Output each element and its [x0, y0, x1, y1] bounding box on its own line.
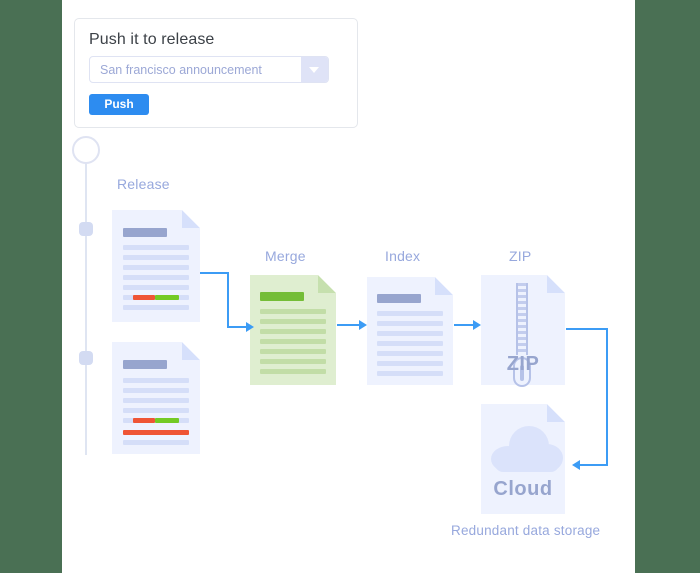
doc-text-line — [260, 329, 326, 334]
doc-heading-line — [123, 360, 167, 369]
edge-release-merge-h1 — [200, 272, 229, 274]
doc-text-line — [123, 388, 189, 393]
rounded-square-dot-icon — [79, 222, 93, 236]
doc-text-line — [377, 371, 443, 376]
doc-text-line — [377, 341, 443, 346]
doc-text-line — [123, 305, 189, 310]
doc-text-line — [123, 275, 189, 280]
edge-release-merge-h2 — [227, 326, 247, 328]
document-release-2[interactable] — [112, 342, 200, 454]
doc-text-line — [123, 398, 189, 403]
timeline-line — [85, 150, 87, 455]
doc-text-line — [123, 378, 189, 383]
cloud-badge-label: Cloud — [493, 478, 553, 500]
doc-text-line — [260, 369, 326, 374]
node-caption-index: Index — [385, 248, 421, 264]
doc-text-line — [260, 359, 326, 364]
doc-text-line — [260, 339, 326, 344]
doc-heading-line — [260, 292, 304, 301]
page-fold-cut — [182, 342, 200, 360]
rounded-square-dot-icon — [79, 351, 93, 365]
page-fold-cut — [318, 275, 336, 293]
doc-text-line — [123, 245, 189, 250]
cloud-icon — [491, 426, 563, 472]
doc-highlight-red — [133, 295, 155, 300]
node-caption-merge: Merge — [265, 248, 306, 264]
doc-text-line — [123, 255, 189, 260]
document-index[interactable] — [367, 277, 453, 385]
doc-highlight-red — [133, 418, 155, 423]
release-select[interactable]: San francisco announcement — [89, 56, 329, 83]
arrow-head-icon — [473, 320, 481, 330]
page-fold-cut — [182, 210, 200, 228]
edge-zip-cloud-v — [606, 328, 608, 466]
edge-merge-index — [337, 324, 360, 326]
edge-zip-cloud-h2 — [580, 464, 608, 466]
doc-text-line — [377, 331, 443, 336]
edge-zip-cloud-h1 — [566, 328, 608, 330]
chevron-down-icon[interactable] — [301, 57, 328, 82]
node-caption-zip: ZIP — [509, 248, 532, 264]
doc-text-line — [377, 311, 443, 316]
cloud-sublabel: Redundant data storage — [451, 523, 601, 538]
page-fold-cut — [547, 404, 565, 422]
doc-heading-line — [123, 228, 167, 237]
doc-heading-line — [377, 294, 421, 303]
release-select-value: San francisco announcement — [100, 63, 262, 77]
zipper-teeth — [516, 283, 528, 355]
storage-cloud[interactable]: Cloud — [481, 404, 565, 514]
cloud-base — [495, 456, 559, 472]
page-fold-cut — [435, 277, 453, 295]
zipper-pull — [513, 357, 531, 387]
document-release-1[interactable] — [112, 210, 200, 322]
arrow-head-icon — [246, 322, 254, 332]
archive-zip[interactable]: ZIP — [481, 275, 565, 387]
doc-highlight-red — [123, 430, 189, 435]
arrow-head-icon — [359, 320, 367, 330]
edge-index-zip — [454, 324, 474, 326]
doc-text-line — [123, 408, 189, 413]
doc-text-line — [260, 349, 326, 354]
arrow-head-icon — [572, 460, 580, 470]
document-merge[interactable] — [250, 275, 336, 385]
page-title: Push it to release — [89, 31, 215, 48]
edge-release-merge-v — [227, 272, 229, 328]
page-fold-cut — [547, 275, 565, 293]
node-caption-release: Release — [117, 176, 170, 192]
circle-outline-icon — [72, 136, 100, 164]
doc-text-line — [260, 309, 326, 314]
doc-text-line — [123, 265, 189, 270]
doc-text-line — [123, 285, 189, 290]
push-button[interactable]: Push — [89, 94, 149, 115]
doc-text-line — [377, 361, 443, 366]
doc-highlight-green — [155, 295, 179, 300]
zipper-icon — [502, 283, 542, 389]
doc-text-line — [377, 351, 443, 356]
doc-text-line — [377, 321, 443, 326]
doc-highlight-green — [155, 418, 179, 423]
zip-badge-label: ZIP — [506, 353, 540, 375]
push-panel: Push it to release San francisco announc… — [74, 18, 358, 128]
doc-text-line — [123, 440, 189, 445]
doc-text-line — [260, 319, 326, 324]
